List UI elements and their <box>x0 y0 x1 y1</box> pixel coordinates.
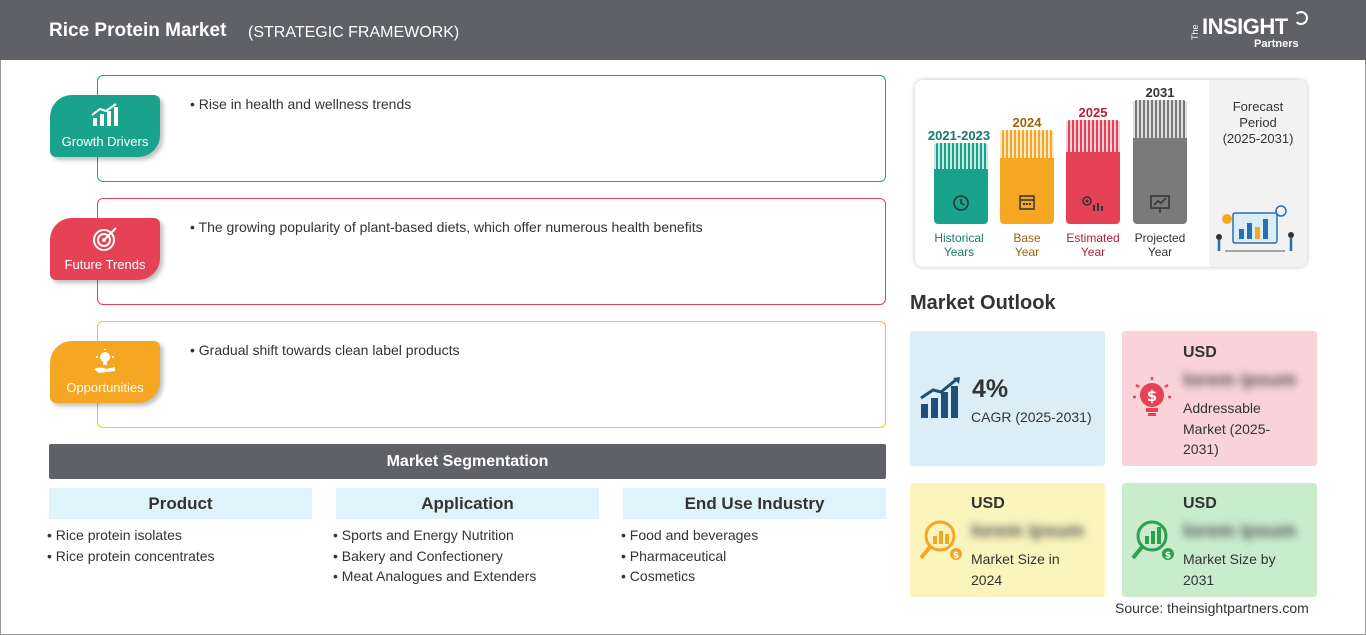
growth-drivers-label: Growth Drivers <box>61 134 149 149</box>
opportunities-label: Opportunities <box>66 380 144 395</box>
svg-text:$: $ <box>1165 551 1171 561</box>
gears-chart-icon <box>1082 196 1103 211</box>
forecast-line: Forecast <box>1232 99 1284 114</box>
end-use-segment-list: • Food and beverages • Pharmaceutical • … <box>621 525 758 587</box>
size-2024-currency: USD <box>971 495 1005 512</box>
historical-years-bar <box>934 143 988 224</box>
historical-year-label: 2021-2023 <box>927 128 991 143</box>
magnifier-coins-icon: $ <box>919 520 962 561</box>
logo-arc-icon <box>1294 11 1308 25</box>
growth-chart-icon <box>91 103 118 126</box>
cagr-label: CAGR (2025-2031) <box>971 409 1092 425</box>
product-segment-list: • Rice protein isolates • Rice protein c… <box>47 525 215 566</box>
cagr-tile: CAGR (2025-2031) <box>910 331 1105 466</box>
presentation-board-icon <box>1150 195 1170 213</box>
segment-heading-application: Application <box>336 488 599 519</box>
svg-text:$: $ <box>1147 387 1157 405</box>
opportunities-badge: Opportunities <box>50 341 160 403</box>
estimated-caption: Estimated Year <box>1053 231 1133 259</box>
list-item: • Sports and Energy Nutrition <box>333 527 514 543</box>
insight-partners-logo: The INSIGHT Partners <box>1190 10 1310 54</box>
desc-line: 2024 <box>971 571 1003 588</box>
desc-line: 2031 <box>1183 571 1215 588</box>
list-item: • Pharmaceutical <box>621 547 727 564</box>
caption-line: Year <box>1014 245 1040 259</box>
market-outlook-title: Market Outlook <box>910 292 1056 314</box>
desc-line: Market (2025- <box>1183 420 1271 437</box>
list-item: • Meat Analogues and Extenders <box>333 568 537 584</box>
dollar-bulb-icon: $ <box>1133 377 1171 416</box>
forecast-line: (2025-2031) <box>1222 131 1294 146</box>
size-2031-currency: USD <box>1183 495 1217 512</box>
opportunities-text: • Gradual shift towards clean label prod… <box>190 342 460 358</box>
caption-line: Year <box>1080 245 1106 259</box>
growth-bars-icon <box>920 377 960 418</box>
growth-drivers-card: • Rise in health and wellness trends <box>97 75 886 182</box>
estimated-year-label: 2025 <box>1078 105 1108 120</box>
analytics-people-illustration <box>1216 205 1294 252</box>
addressable-value: lorem ipsum <box>1183 370 1296 391</box>
growth-drivers-badge: Growth Drivers <box>50 95 160 157</box>
caption-line: Year <box>1147 245 1173 259</box>
logo-partners-text: Partners <box>1254 38 1299 50</box>
projected-year-label: 2031 <box>1145 85 1175 100</box>
caption-line: Historical <box>934 231 984 245</box>
projected-caption: Projected Year <box>1120 231 1200 259</box>
segment-heading-end-use: End Use Industry <box>623 488 886 519</box>
list-item: • Bakery and Confectionery <box>333 547 503 564</box>
addressable-market-tile: $ USD lorem ipsum Addressable Market (20… <box>1122 331 1317 466</box>
future-trends-badge: Future Trends <box>50 218 160 280</box>
future-trends-label: Future Trends <box>64 257 146 272</box>
future-trends-card: • The growing popularity of plant-based … <box>97 198 886 305</box>
future-trends-text: • The growing popularity of plant-based … <box>190 219 703 235</box>
caption-line: Projected <box>1134 231 1186 245</box>
size-2031-value: lorem ipsum <box>1183 521 1296 542</box>
forecast-line: Period <box>1239 115 1277 130</box>
history-clock-icon <box>953 195 969 211</box>
addressable-currency: USD <box>1183 344 1217 361</box>
market-size-2024-tile: $ USD lorem ipsum Market Size in 2024 <box>910 483 1105 597</box>
base-caption: Base Year <box>987 231 1067 259</box>
caption-line: Estimated <box>1066 231 1120 245</box>
desc-line: 2031) <box>1183 441 1219 457</box>
addressable-description: Addressable Market (2025- 2031) <box>1183 398 1270 460</box>
svg-text:$: $ <box>953 551 959 561</box>
application-segment-list: • Sports and Energy Nutrition • Bakery a… <box>333 525 536 587</box>
desc-line: Addressable <box>1183 400 1261 416</box>
market-segmentation-header: Market Segmentation <box>49 444 886 479</box>
estimated-year-bar <box>1066 120 1120 224</box>
forecast-period-text: Forecast Period (2025-2031) <box>1209 99 1307 147</box>
list-item: • Rice protein concentrates <box>47 547 215 564</box>
base-year-bar <box>1000 130 1054 224</box>
caption-line: Base <box>1013 231 1041 245</box>
market-size-2031-tile: $ USD lorem ipsum Market Size by 2031 <box>1122 483 1317 597</box>
historical-caption: Historical Years <box>919 231 999 259</box>
cagr-value: 4% <box>972 375 1009 403</box>
page-subtitle: (STRATEGIC FRAMEWORK) <box>248 24 460 41</box>
page-title: Rice Protein Market <box>49 20 227 41</box>
logo-insight-text: INSIGHT <box>1202 14 1288 39</box>
calendar-icon <box>1019 195 1035 210</box>
logo-the-text: The <box>1190 24 1200 40</box>
opportunities-card: • Gradual shift towards clean label prod… <box>97 321 886 428</box>
magnifier-growth-icon: $ <box>1131 520 1174 561</box>
source-link[interactable]: Source: theinsightpartners.com <box>1115 600 1309 616</box>
segment-heading-product: Product <box>49 488 312 519</box>
size-2024-value: lorem ipsum <box>971 521 1084 542</box>
growth-drivers-text: • Rise in health and wellness trends <box>190 96 412 112</box>
list-item: • Food and beverages <box>621 527 759 543</box>
size-2024-description: Market Size in 2024 <box>971 549 1060 590</box>
base-year-label: 2024 <box>1012 115 1042 130</box>
lightbulb-hand-icon <box>94 349 115 373</box>
desc-line: Market Size by <box>1183 551 1276 567</box>
header-bar: Rice Protein Market (STRATEGIC FRAMEWORK… <box>0 0 1366 60</box>
target-icon <box>93 227 117 251</box>
size-2031-description: Market Size by 2031 <box>1183 549 1276 590</box>
list-item: • Rice protein isolates <box>47 527 182 543</box>
caption-line: Years <box>943 245 975 259</box>
desc-line: Market Size in <box>971 551 1060 567</box>
projected-year-bar <box>1133 100 1187 224</box>
list-item: • Cosmetics <box>621 568 696 584</box>
